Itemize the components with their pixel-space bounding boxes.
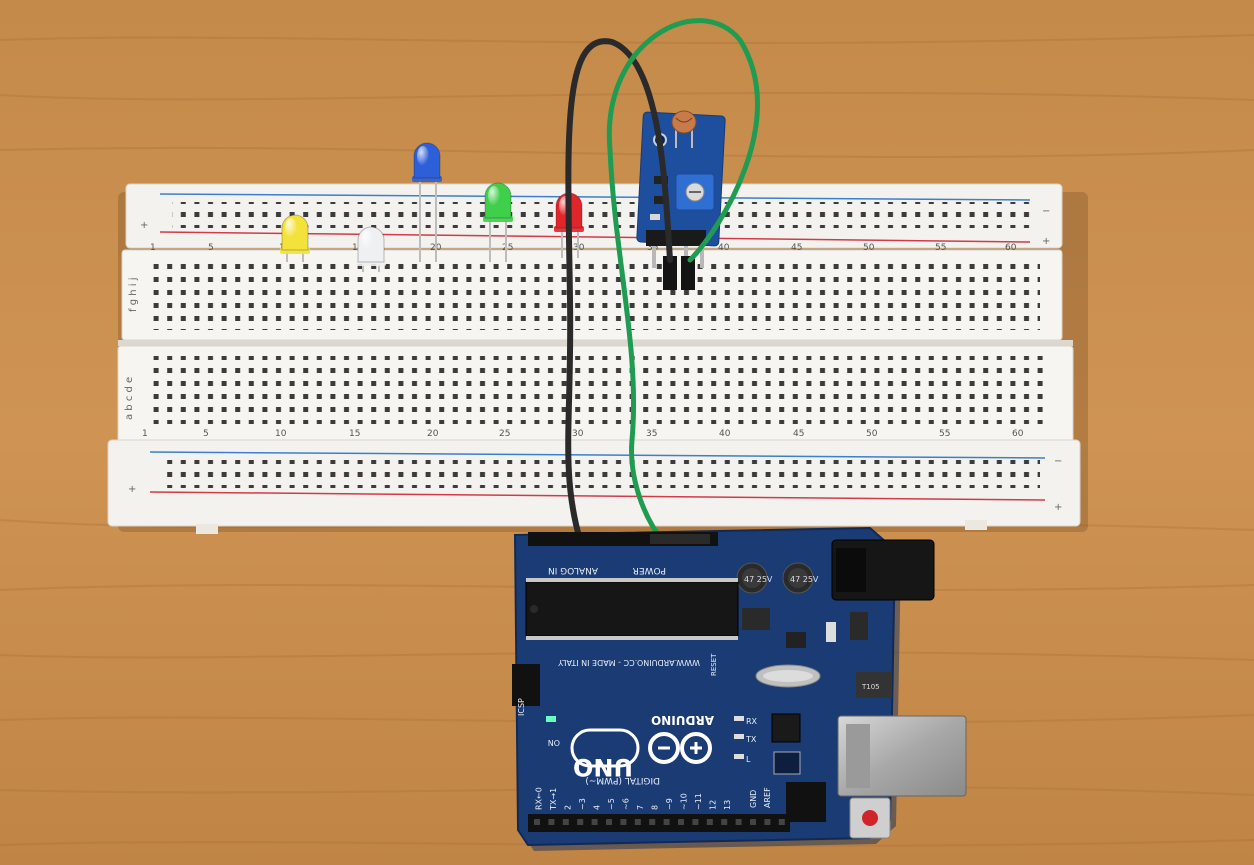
- column-number: 15: [349, 429, 360, 439]
- column-number: 1: [150, 243, 156, 253]
- row-letters-bottom: a b c d e: [124, 377, 135, 420]
- column-number: 40: [719, 429, 731, 439]
- jumper-wires: [565, 18, 760, 564]
- svg-text:GND: GND: [749, 790, 758, 808]
- rail-plus-sign: +: [140, 220, 148, 231]
- column-number: 45: [791, 243, 802, 253]
- digital-pin-label: RX←0: [535, 787, 544, 810]
- column-number: 40: [718, 243, 730, 253]
- digital-pin-label: 12: [709, 800, 718, 810]
- column-number: 10: [275, 429, 287, 439]
- svg-text:L: L: [746, 755, 751, 764]
- digital-label: DIGITAL (PWM~): [585, 775, 660, 785]
- svg-text:RESET: RESET: [710, 653, 718, 676]
- row-letters-top: f g h i j: [128, 278, 139, 312]
- column-number: 30: [572, 429, 584, 439]
- svg-text:RX: RX: [746, 717, 758, 726]
- column-number: 45: [793, 429, 804, 439]
- black-wire: [565, 38, 673, 543]
- sensor-header-pins: [646, 230, 706, 246]
- led-green: [483, 182, 513, 262]
- led-blue: [412, 142, 442, 262]
- column-number: 55: [939, 429, 950, 439]
- column-number: 35: [646, 429, 657, 439]
- column-number: 60: [1012, 429, 1024, 439]
- column-number: 1: [142, 429, 148, 439]
- on-label: ON: [548, 738, 560, 747]
- rail-minus-sign: −: [1042, 206, 1050, 217]
- rail-minus-sign-bottom: −: [1054, 456, 1062, 467]
- capacitor-right: 47 25V: [782, 562, 819, 594]
- column-number: 15: [352, 243, 363, 253]
- digital-pin-label: ~6: [622, 798, 631, 810]
- digital-pin-label: ~9: [665, 798, 674, 810]
- digital-pin-label: TX→1: [549, 788, 558, 811]
- svg-text:47 25V: 47 25V: [790, 575, 819, 584]
- digital-pin-label: 13: [723, 800, 732, 810]
- photoresistor: [671, 110, 697, 148]
- svg-text:AREF: AREF: [763, 787, 772, 808]
- rail-plus-sign-bottom-right: +: [1054, 502, 1062, 513]
- icsp-header: [512, 664, 540, 706]
- svg-text:47 25V: 47 25V: [744, 575, 773, 584]
- breadboard: + + − + + − f g h i j a b c d e 15101520…: [107, 183, 1088, 534]
- column-number: 55: [935, 243, 946, 253]
- digital-pin-label: 8: [651, 805, 660, 810]
- column-number: 50: [866, 429, 878, 439]
- column-number: 50: [863, 243, 875, 253]
- reset-button[interactable]: [849, 797, 891, 839]
- analog-in-label: ANALOG IN: [548, 565, 598, 575]
- svg-text:ICSP: ICSP: [517, 698, 526, 716]
- digital-pin-label: 2: [564, 805, 573, 810]
- digital-pin-labels: 13 12 ~11 ~10 ~9 8 7 ~6 ~5 4 ~3 2 TX→1 RX←0: [535, 787, 733, 811]
- digital-pin-label: ~3: [578, 798, 587, 810]
- svg-text:UNO: UNO: [573, 753, 633, 781]
- green-wire: [606, 18, 760, 564]
- digital-pin-label: ~11: [694, 793, 703, 810]
- column-number: 5: [208, 243, 214, 253]
- capacitor-left: 47 25V: [736, 562, 773, 594]
- rail-plus-sign-bottom: +: [128, 484, 136, 495]
- led-yellow: [280, 214, 310, 262]
- digital-pin-label: 7: [636, 805, 645, 810]
- column-number: 25: [499, 429, 510, 439]
- column-number: 60: [1005, 243, 1017, 253]
- atmega-chip: [525, 578, 739, 640]
- made-in-label: WWW.ARDUINO.CC - MADE IN ITALY: [558, 658, 700, 667]
- power-label: POWER: [633, 565, 666, 575]
- column-number: 5: [203, 429, 209, 439]
- rail-plus-sign-right: +: [1042, 236, 1050, 247]
- svg-text:T105: T105: [861, 683, 880, 691]
- arduino-uno-board: ANALOG IN POWER 47 25V 47 25V T105: [512, 526, 967, 851]
- infinity-logo-icon: [648, 732, 712, 764]
- column-number: 25: [502, 243, 513, 253]
- digital-pin-label: 4: [593, 805, 602, 810]
- digital-header: [528, 814, 790, 832]
- svg-text:ARDUINO: ARDUINO: [651, 713, 714, 727]
- svg-text:TX: TX: [745, 735, 757, 744]
- arduino-logo: UNO ARDUINO: [570, 713, 714, 781]
- digital-pin-label: ~10: [680, 793, 689, 810]
- led-white: [356, 226, 386, 272]
- digital-pin-label: ~5: [607, 798, 616, 810]
- column-number: 20: [427, 429, 439, 439]
